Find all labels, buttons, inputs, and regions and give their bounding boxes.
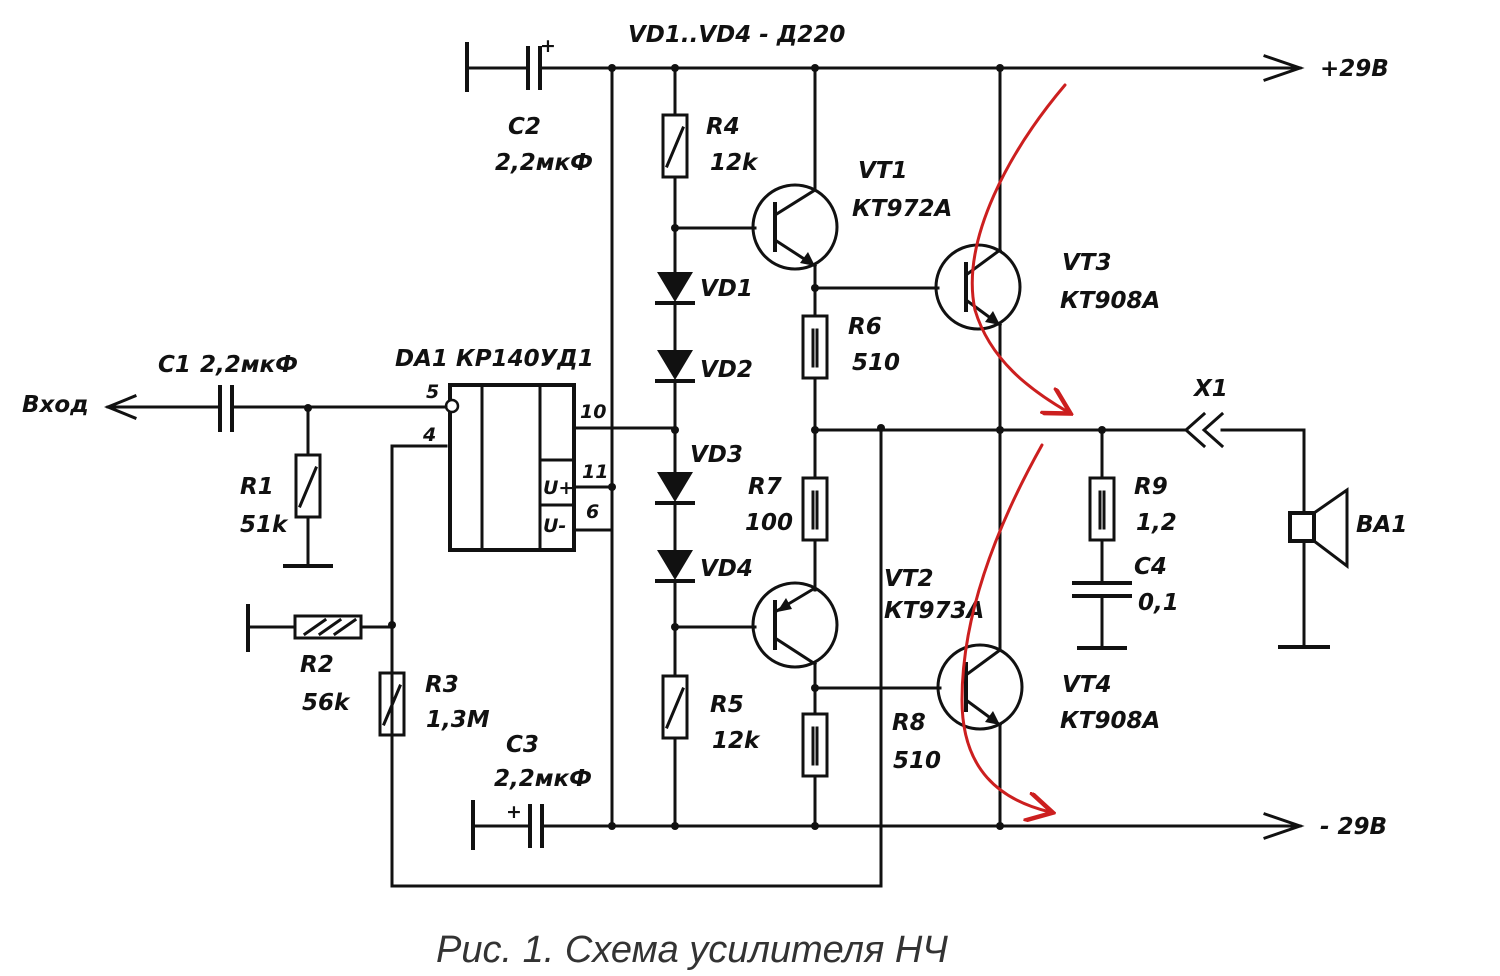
c3-value: 2,2мкФ [494,766,592,792]
r5-name: R5 [710,692,744,718]
vt2-name: VT2 [884,566,934,592]
svg-text:+: + [506,801,522,823]
c1-name: C1 [158,352,191,378]
opamp-da1 [444,383,576,552]
resistor-r9 [1088,476,1116,542]
ba1-label: BA1 [1356,512,1407,538]
r2-name: R2 [300,652,334,678]
c4-value: 0,1 [1138,590,1179,616]
svg-text:10: 10 [580,401,606,423]
r3-name: R3 [425,672,459,698]
capacitor-c3: + [471,800,562,850]
diodes-note: VD1..VD4 - Д220 [628,22,845,48]
da1-label: DA1 КР140УД1 [395,346,594,372]
c2-name: C2 [508,114,541,140]
r1-value: 51k [240,512,289,538]
capacitor-c4 [1072,581,1132,598]
current-arrow-lower [960,443,1050,812]
r1-name: R1 [240,474,274,500]
vt4-name: VT4 [1062,672,1112,698]
svg-text:+: + [540,35,556,57]
resistor-r6 [801,314,829,380]
r5-value: 12k [712,728,761,754]
svg-text:U+: U+ [543,477,574,499]
transistor-vt4 [936,643,1024,731]
r9-name: R9 [1134,474,1168,500]
vd1-label: VD1 [700,276,753,302]
x1-label: X1 [1192,376,1228,402]
r6-value: 510 [852,350,900,376]
vd2-label: VD2 [700,357,753,383]
r3-value: 1,3М [426,707,490,733]
transistor-vt1 [751,183,839,271]
svg-text:11: 11 [582,461,608,483]
c2-value: 2,2мкФ [495,150,593,176]
r4-value: 12k [710,150,759,176]
resistor-r3 [378,671,406,737]
r7-value: 100 [745,510,793,536]
rail-pos-label: +29В [1320,56,1389,82]
svg-text:4: 4 [422,424,436,446]
diode-vd3 [655,472,695,505]
negative-rail [546,812,1305,840]
r7-name: R7 [748,474,782,500]
r8-name: R8 [892,710,926,736]
capacitor-c1 [218,385,234,432]
speaker-ba1 [1288,487,1349,570]
vt3-name: VT3 [1062,250,1112,276]
connector-x1[interactable] [1183,411,1225,449]
resistor-r1 [294,453,322,519]
vd4-label: VD4 [700,556,753,582]
resistor-r2 [293,614,363,640]
vt2-value: КТ973А [884,598,984,624]
r6-name: R6 [848,314,882,340]
current-arrow-upper [970,83,1068,412]
resistor-r8 [801,712,829,778]
diode-vd4 [655,550,695,583]
input-terminal[interactable] [104,394,220,420]
svg-text:U-: U- [543,515,566,537]
r4-name: R4 [706,114,740,140]
transistor-vt2 [751,581,839,669]
rail-neg-label: - 29В [1320,814,1387,840]
svg-text:6: 6 [586,501,599,523]
c1-value: 2,2мкФ [200,352,298,378]
figure-caption: Рис. 1. Схема усилителя НЧ [436,929,948,971]
c3-name: C3 [506,732,539,758]
diode-vd1 [655,272,695,305]
vt4-value: КТ908А [1060,708,1160,734]
feedback-wire [390,426,883,888]
resistor-r7 [801,476,829,542]
r2-value: 56k [302,690,351,716]
vt1-value: КТ972А [852,196,952,222]
svg-text:5: 5 [426,381,439,403]
vd3-label: VD3 [690,442,743,468]
vt1-name: VT1 [858,158,908,184]
input-label: Вход [22,392,89,418]
r9-value: 1,2 [1136,510,1177,536]
resistor-r4 [661,113,689,179]
resistor-r5 [661,674,689,740]
c4-name: C4 [1134,554,1167,580]
r8-value: 510 [893,748,941,774]
positive-rail [546,54,1305,82]
capacitor-c2: + [465,35,562,92]
vt3-value: КТ908А [1060,288,1160,314]
diode-vd2 [655,350,695,383]
